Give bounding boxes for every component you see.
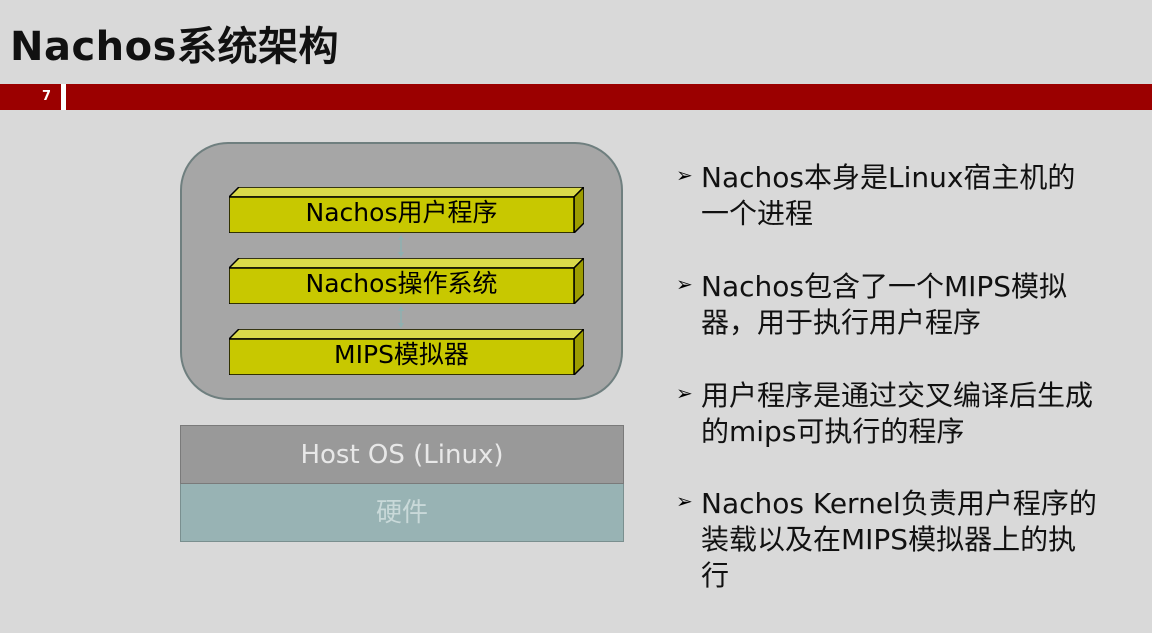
bullet-text: Nachos包含了一个MIPS模拟器，用于执行用户程序 [701, 270, 1068, 339]
bullet-text: 用户程序是通过交叉编译后生成的mips可执行的程序 [701, 379, 1094, 448]
arrow-bullet-icon: ➢ [676, 489, 693, 513]
page-number: 7 [0, 84, 61, 110]
arrow-bullet-icon: ➢ [676, 272, 693, 296]
arrow-bullet-icon: ➢ [676, 381, 693, 405]
title-banner: 7 [0, 84, 1152, 110]
layer-user-program: Nachos用户程序 [229, 187, 584, 233]
layer-3d-block [229, 187, 584, 233]
bullet-text: Nachos本身是Linux宿主机的一个进程 [701, 161, 1076, 230]
arrow-bullet-icon: ➢ [676, 163, 693, 187]
banner-divider [61, 84, 66, 110]
layer-nachos-os: Nachos操作系统 [229, 258, 584, 304]
layer-3d-block [229, 329, 584, 375]
layer-label: MIPS模拟器 [334, 340, 469, 369]
double-arrow-icon [398, 306, 404, 328]
layer-mips-simulator: MIPS模拟器 [229, 329, 584, 375]
double-arrow-icon [398, 235, 404, 257]
slide-title: Nachos系统架构 [10, 24, 339, 70]
layer-label: Nachos用户程序 [305, 198, 498, 227]
layer-label: Nachos操作系统 [305, 269, 498, 298]
bullet-text: Nachos Kernel负责用户程序的装载以及在MIPS模拟器上的执行 [701, 487, 1097, 592]
banner-bar [66, 84, 1152, 110]
layer-3d-block [229, 258, 584, 304]
hardware-layer: 硬件 [180, 484, 624, 542]
host-os-layer: Host OS (Linux) [180, 425, 624, 484]
